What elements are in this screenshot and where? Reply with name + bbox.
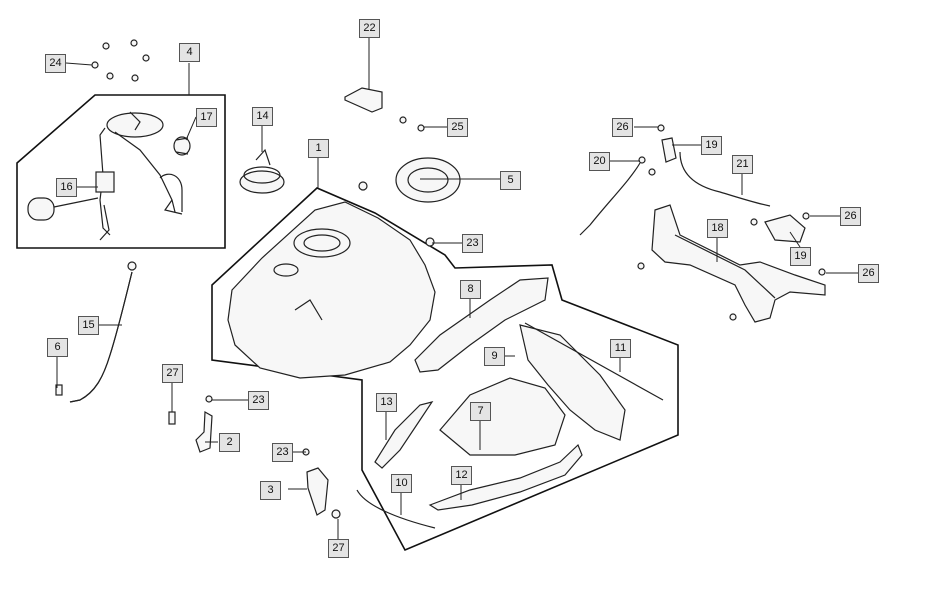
filler-ring-5: [395, 116, 461, 203]
callout-16: 16: [56, 178, 77, 197]
callout-8: 8: [460, 280, 481, 299]
callout-19-top: 19: [701, 136, 722, 155]
callout-10: 10: [391, 474, 412, 493]
strip-11: [524, 322, 664, 401]
fuel-tank-1: [227, 181, 436, 379]
callout-11: 11: [610, 339, 631, 358]
callout-2: 2: [219, 433, 240, 452]
hose-15: [69, 261, 137, 403]
callout-12: 12: [451, 466, 472, 485]
insulator-9: [519, 324, 626, 441]
callout-21: 21: [732, 155, 753, 174]
callout-18: 18: [707, 219, 728, 238]
callout-1: 1: [308, 139, 329, 158]
callout-26-low: 26: [858, 264, 879, 283]
bolts-26: [637, 124, 826, 321]
callout-26-top: 26: [612, 118, 633, 137]
insulator-8: [414, 277, 549, 373]
callout-20: 20: [589, 152, 610, 171]
callout-19-right: 19: [790, 247, 811, 266]
callout-27-left: 27: [162, 364, 183, 383]
callout-5: 5: [500, 171, 521, 190]
fuel-pump-group-outline: [16, 94, 226, 249]
strip-10: [356, 489, 436, 529]
strip-13: [374, 401, 434, 469]
callout-7: 7: [470, 402, 491, 421]
frame-18: [651, 204, 826, 323]
callout-23-left: 23: [248, 391, 269, 410]
rod-20: [579, 156, 646, 236]
fuel-cap: [239, 148, 285, 194]
callout-3: 3: [260, 481, 281, 500]
callout-26-mid: 26: [840, 207, 861, 226]
cable-21: [679, 151, 771, 207]
callout-6: 6: [47, 338, 68, 357]
callout-13: 13: [376, 393, 397, 412]
callout-4: 4: [179, 43, 200, 62]
clip-6: [55, 384, 63, 396]
callout-9: 9: [484, 347, 505, 366]
callout-17: 17: [196, 108, 217, 127]
callout-27-bottom: 27: [328, 539, 349, 558]
callout-24: 24: [45, 54, 66, 73]
bracket-22: [344, 87, 383, 113]
callout-23-bottom: 23: [272, 443, 293, 462]
callout-22: 22: [359, 19, 380, 38]
fuel-tank-group-outline: [211, 187, 679, 552]
insulator-7: [439, 377, 566, 456]
strip-12: [428, 443, 583, 511]
callout-23-tank: 23: [462, 234, 483, 253]
bracket-3: [302, 448, 341, 519]
leader-lines: [56, 37, 858, 540]
callout-15: 15: [78, 316, 99, 335]
latch-19: [661, 137, 806, 243]
callout-14: 14: [252, 107, 273, 126]
screws-24: [91, 39, 150, 82]
bracket-2: [168, 395, 213, 453]
fuel-pump-assembly: [27, 111, 183, 241]
callout-25: 25: [447, 118, 468, 137]
part-17: [173, 136, 191, 156]
